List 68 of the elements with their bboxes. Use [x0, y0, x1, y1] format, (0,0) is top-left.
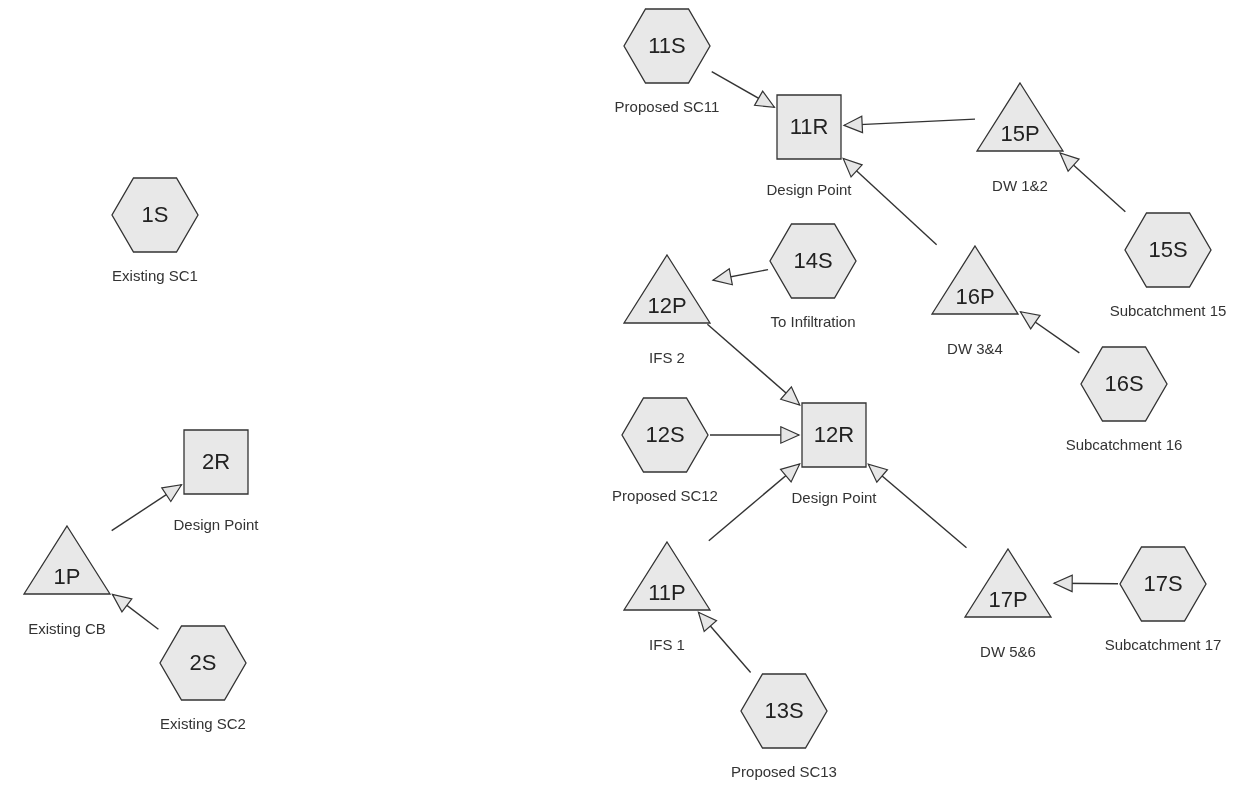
- subcatchment-hexagon: [1125, 213, 1211, 287]
- node-caption: Proposed SC13: [731, 763, 837, 780]
- node-id: 12S: [645, 424, 685, 446]
- subcatchment-hexagon: [112, 178, 198, 252]
- pond-triangle: [977, 83, 1063, 151]
- subcatchment-hexagon: [624, 9, 710, 83]
- flow-arrow: [111, 593, 160, 630]
- node-id: 11P: [648, 582, 686, 604]
- node-id: 15P: [1000, 123, 1040, 145]
- reach-square: [777, 95, 841, 159]
- flow-arrow: [1053, 574, 1119, 593]
- subcatchment-hexagon: [622, 398, 708, 472]
- node-id: 1P: [53, 566, 81, 588]
- flow-arrow: [711, 70, 776, 108]
- flow-arrow: [867, 463, 968, 549]
- reach-square: [184, 430, 248, 494]
- node-id: 17P: [988, 589, 1028, 611]
- flow-arrow: [1019, 311, 1081, 354]
- pond-triangle: [624, 255, 710, 323]
- node-id: 12R: [813, 424, 855, 446]
- pond-triangle: [965, 549, 1051, 617]
- node-caption: Existing SC2: [160, 715, 246, 732]
- pond-triangle: [932, 246, 1018, 314]
- node-id: 14S: [793, 250, 833, 272]
- node-id: 11R: [789, 116, 829, 138]
- subcatchment-hexagon: [770, 224, 856, 298]
- flow-arrow: [706, 323, 801, 406]
- node-id: 16P: [955, 286, 995, 308]
- node-id: 11S: [648, 35, 686, 57]
- flow-arrow: [110, 484, 183, 532]
- node-caption: IFS 1: [649, 636, 685, 653]
- node-caption: Design Point: [791, 489, 877, 506]
- pond-triangle: [624, 542, 710, 610]
- flow-arrow: [1059, 152, 1127, 213]
- node-caption: IFS 2: [649, 349, 685, 366]
- node-caption: Existing CB: [28, 620, 106, 637]
- subcatchment-hexagon: [160, 626, 246, 700]
- node-caption: Subcatchment 17: [1104, 636, 1222, 653]
- node-caption: Existing SC1: [112, 267, 198, 284]
- subcatchment-hexagon: [1081, 347, 1167, 421]
- subcatchment-hexagon: [1120, 547, 1206, 621]
- node-caption: DW 3&4: [947, 340, 1003, 357]
- node-caption: Design Point: [173, 516, 259, 533]
- subcatchment-hexagon: [741, 674, 827, 748]
- node-id: 17S: [1143, 573, 1183, 595]
- flow-arrow: [712, 268, 769, 286]
- flow-arrow: [842, 157, 938, 246]
- node-caption: Design Point: [766, 181, 852, 198]
- flow-arrow: [709, 426, 800, 444]
- node-caption: To Infiltration: [770, 313, 856, 330]
- reach-square: [802, 403, 866, 467]
- node-id: 2R: [201, 451, 231, 473]
- node-id: 1S: [141, 204, 169, 226]
- node-caption: Proposed SC11: [614, 98, 720, 115]
- node-caption: DW 5&6: [980, 643, 1036, 660]
- pond-triangle: [24, 526, 110, 594]
- node-id: 13S: [764, 700, 804, 722]
- flow-arrow: [697, 611, 752, 674]
- node-caption: Proposed SC12: [612, 487, 718, 504]
- node-id: 15S: [1148, 239, 1188, 261]
- node-caption: Subcatchment 16: [1065, 436, 1183, 453]
- node-caption: Subcatchment 15: [1109, 302, 1227, 319]
- node-id: 16S: [1104, 373, 1144, 395]
- node-id: 2S: [189, 652, 217, 674]
- node-id: 12P: [647, 295, 687, 317]
- flow-arrow: [708, 463, 801, 542]
- flow-arrow: [843, 115, 976, 134]
- node-caption: DW 1&2: [992, 177, 1048, 194]
